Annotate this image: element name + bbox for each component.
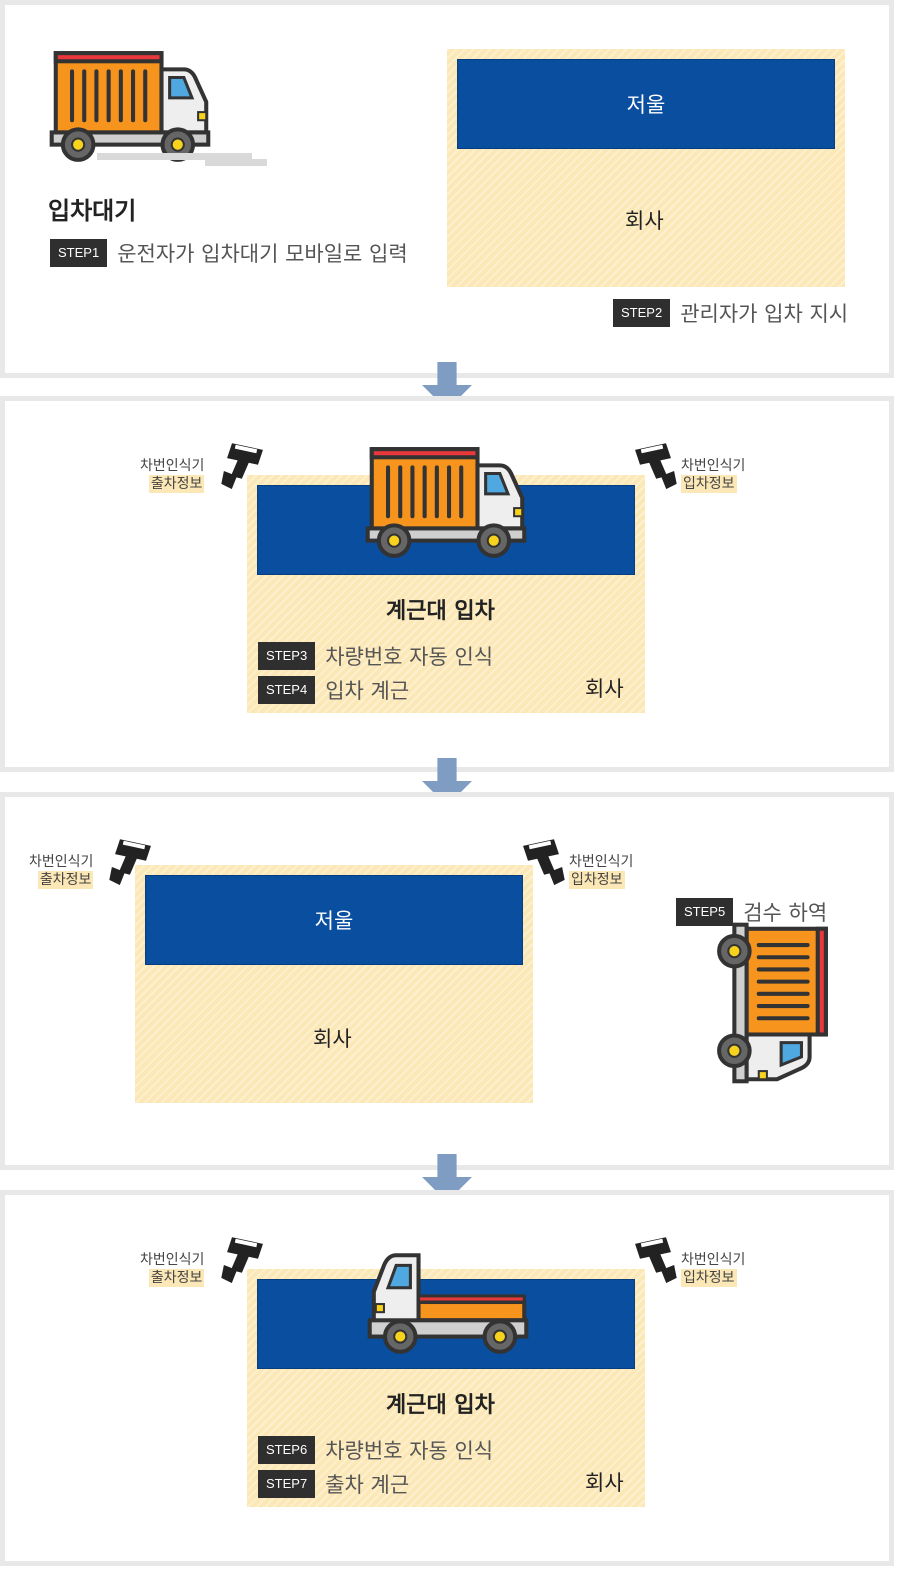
camera-label-left: 차번인식기 출차정보 bbox=[140, 458, 205, 493]
company-label: 회사 bbox=[585, 1471, 624, 1495]
motion-line bbox=[97, 153, 252, 160]
step-badge: STEP7 bbox=[258, 1470, 316, 1498]
waiting-heading: 입차대기 bbox=[48, 197, 137, 225]
camera-label-right: 차번인식기 입차정보 bbox=[569, 854, 634, 889]
step-badge: STEP4 bbox=[258, 676, 316, 704]
truck-icon bbox=[365, 441, 529, 563]
panel-unloading: 차번인식기 출차정보 차번인식기 입차정보 저울 회사 STEP5 검수 하역 bbox=[0, 792, 894, 1170]
step2: STEP2 관리자가 입차 지시 bbox=[613, 298, 848, 328]
step3: STEP3 차량번호 자동 인식 bbox=[258, 641, 493, 671]
step-text: 차량번호 자동 인식 bbox=[325, 1439, 494, 1463]
step-text: 차량번호 자동 인식 bbox=[325, 645, 494, 669]
company-label: 회사 bbox=[313, 1027, 352, 1051]
scale: 저울 bbox=[457, 59, 835, 149]
truck-icon bbox=[49, 45, 213, 167]
truck-icon bbox=[712, 922, 834, 1086]
step5: STEP5 검수 하역 bbox=[676, 897, 827, 927]
step-text: 관리자가 입차 지시 bbox=[680, 302, 849, 326]
step-badge: STEP5 bbox=[676, 898, 734, 926]
motion-line bbox=[205, 159, 267, 166]
step-text: 출차 계근 bbox=[325, 1473, 410, 1497]
step-badge: STEP1 bbox=[50, 239, 108, 267]
company-label: 회사 bbox=[625, 209, 664, 233]
step7: STEP7 출차 계근 bbox=[258, 1469, 409, 1499]
camera-label-left: 차번인식기 출차정보 bbox=[29, 854, 94, 889]
weigh-title: 계근대 입차 bbox=[386, 599, 495, 624]
scale: 저울 bbox=[145, 875, 523, 965]
step-text: 입차 계근 bbox=[325, 679, 410, 703]
step4: STEP4 입차 계근 bbox=[258, 675, 409, 705]
camera-label-right: 차번인식기 입차정보 bbox=[681, 458, 746, 493]
camera-label-right: 차번인식기 입차정보 bbox=[681, 1252, 746, 1287]
step-text: 검수 하역 bbox=[743, 901, 828, 925]
step-badge: STEP6 bbox=[258, 1436, 316, 1464]
step6: STEP6 차량번호 자동 인식 bbox=[258, 1435, 493, 1465]
panel-weigh-out: 차번인식기 출차정보 차번인식기 입차정보 계근대 입차 STEP6 차량번호 … bbox=[0, 1190, 894, 1566]
step1: STEP1 운전자가 입차대기 모바일로 입력 bbox=[50, 238, 408, 268]
empty-truck-icon bbox=[365, 1241, 529, 1363]
weigh-title: 계근대 입차 bbox=[386, 1393, 495, 1418]
step-badge: STEP3 bbox=[258, 642, 316, 670]
panel-weigh-in: 차번인식기 출차정보 차번인식기 입차정보 계근대 입차 STEP3 차량번호 … bbox=[0, 396, 894, 772]
camera-label-left: 차번인식기 출차정보 bbox=[140, 1252, 205, 1287]
panel-waiting: 입차대기 STEP1 운전자가 입차대기 모바일로 입력 저울 회사 STEP2… bbox=[0, 0, 894, 378]
step-badge: STEP2 bbox=[613, 299, 671, 327]
company-label: 회사 bbox=[585, 677, 624, 701]
step-text: 운전자가 입차대기 모바일로 입력 bbox=[117, 242, 408, 266]
